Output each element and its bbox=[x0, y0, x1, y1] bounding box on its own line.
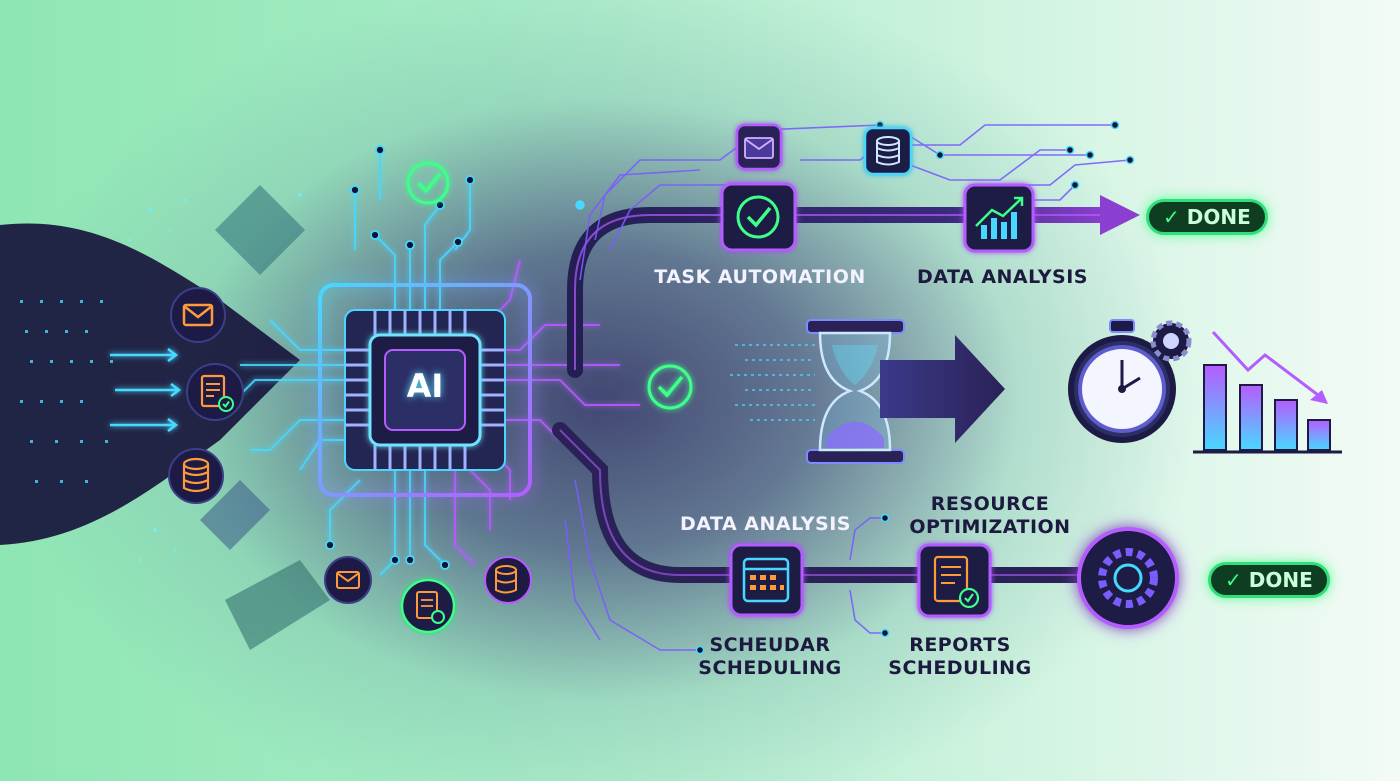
stopwatch-icon bbox=[1068, 319, 1176, 443]
speed-lines-right bbox=[1018, 348, 1082, 418]
circuit-traces-upper bbox=[579, 124, 1131, 281]
done-badge-top: ✓ DONE bbox=[1146, 199, 1268, 235]
circuit-traces-lower bbox=[564, 479, 885, 651]
data-stream-band bbox=[0, 223, 300, 545]
envelope-icon bbox=[324, 556, 372, 604]
label-task-automation: TASK AUTOMATION bbox=[654, 266, 866, 288]
database-icon bbox=[168, 448, 224, 504]
chart-up-icon bbox=[963, 183, 1035, 253]
circuit-pads-upper bbox=[575, 120, 1135, 210]
done-badge-bottom: ✓ DONE bbox=[1208, 562, 1330, 598]
arrow-right-icon bbox=[880, 335, 1005, 443]
circuit-pads bbox=[325, 145, 475, 570]
arrow-right-icon bbox=[1100, 195, 1140, 235]
check-icon bbox=[720, 182, 797, 252]
stream-arrows bbox=[110, 348, 182, 432]
done-label: DONE bbox=[1248, 568, 1313, 592]
hourglass-icon bbox=[806, 319, 905, 464]
check-icon: ✓ bbox=[1225, 568, 1242, 592]
decor-cubes bbox=[200, 185, 330, 650]
report-icon bbox=[917, 543, 992, 618]
envelope-icon bbox=[170, 287, 226, 343]
label-resource: RESOURCE bbox=[930, 493, 1050, 515]
chip-label: AI bbox=[406, 367, 444, 405]
speed-lines-left bbox=[730, 344, 815, 421]
label-optimization: OPTIMIZATION bbox=[909, 516, 1071, 538]
database-icon bbox=[863, 126, 913, 176]
label-scheduling-2: SCHEDULING bbox=[888, 657, 1032, 679]
done-label: DONE bbox=[1186, 205, 1251, 229]
document-check-icon bbox=[186, 363, 244, 421]
label-scheduling-1: SCHEDULING bbox=[698, 657, 842, 679]
ai-chip-icon bbox=[318, 283, 532, 497]
label-data-analysis-bottom: DATA ANALYSIS bbox=[680, 513, 851, 535]
stream-dots bbox=[20, 300, 113, 483]
envelope-icon bbox=[735, 123, 783, 171]
check-icon: ✓ bbox=[1163, 205, 1180, 229]
label-data-analysis-top: DATA ANALYSIS bbox=[917, 266, 1088, 288]
decor-dots bbox=[128, 193, 302, 562]
check-icon bbox=[406, 161, 450, 205]
gear-icon bbox=[1150, 320, 1192, 362]
label-reports: REPORTS bbox=[909, 634, 1011, 656]
check-icon bbox=[647, 364, 693, 410]
gear-circle-icon bbox=[1077, 527, 1179, 629]
database-icon bbox=[484, 556, 532, 604]
bar-chart-down-icon bbox=[1193, 330, 1342, 454]
label-scheudar: SCHEUDAR bbox=[709, 634, 831, 656]
calendar-icon bbox=[729, 543, 804, 617]
document-check-icon bbox=[400, 578, 456, 634]
